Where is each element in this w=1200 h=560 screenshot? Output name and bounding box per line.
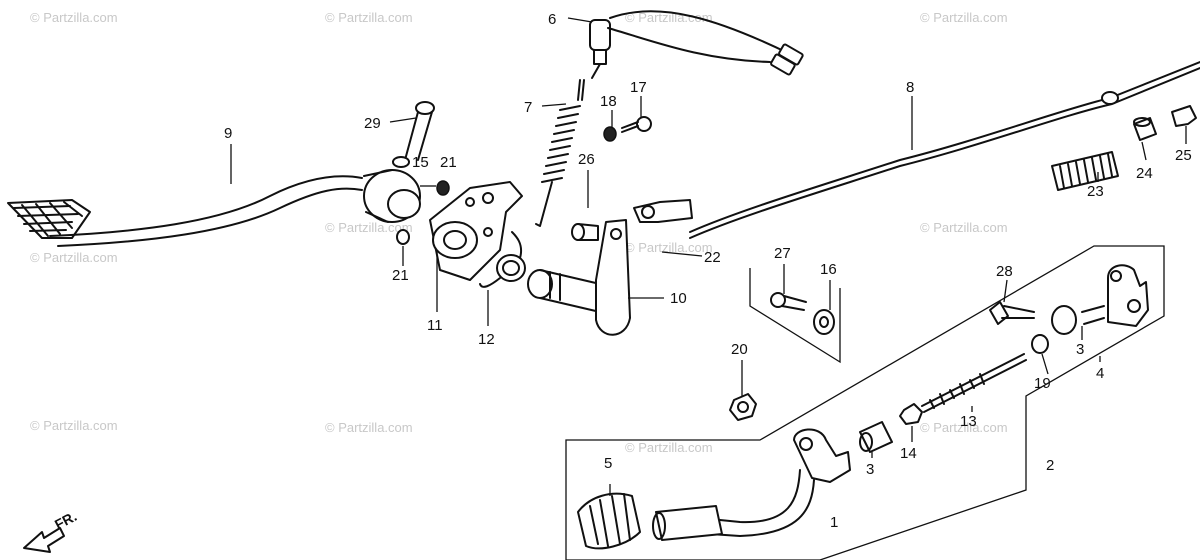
brake-light-switch	[589, 10, 804, 79]
watermark: © Partzilla.com	[920, 420, 1008, 435]
bolt-28	[989, 301, 1035, 325]
brake-arm	[527, 219, 631, 336]
callout-20: 20	[731, 341, 748, 358]
watermark: © Partzilla.com	[325, 10, 413, 25]
callout-3: 3	[866, 461, 874, 478]
callout-25: 25	[1175, 147, 1192, 164]
callout-28: 28	[996, 263, 1013, 280]
callout-14: 14	[900, 445, 917, 462]
callout-21: 21	[440, 154, 457, 171]
shift-rod	[899, 334, 1049, 425]
direction-label: FR.	[52, 508, 79, 533]
callout-1: 1	[830, 514, 838, 531]
callout-4: 4	[1096, 365, 1104, 382]
watermark: © Partzilla.com	[625, 10, 713, 25]
adjuster-spring	[1051, 151, 1119, 191]
brake-rod	[633, 61, 1200, 239]
brake-bracket	[429, 181, 523, 281]
leader-lines	[230, 17, 1187, 496]
callout-labels: 1 2 3 3 4 5 6 7 8 9 10 11 12 13 14 15 16…	[224, 11, 1192, 531]
callout-11: 11	[427, 317, 443, 334]
watermark: © Partzilla.com	[625, 440, 713, 455]
watermark: © Partzilla.com	[920, 10, 1008, 25]
watermark: © Partzilla.com	[325, 420, 413, 435]
callout-12: 12	[478, 331, 495, 348]
callout-17: 17	[630, 79, 647, 96]
callout-23: 23	[1087, 183, 1104, 200]
shift-pedal	[652, 428, 851, 541]
nut-and-screw	[603, 116, 652, 142]
callout-10: 10	[670, 290, 687, 307]
callout-15: 15	[412, 154, 429, 171]
callout-24: 24	[1136, 165, 1153, 182]
joint-collar	[1133, 117, 1157, 141]
bolt-group-27-16	[749, 268, 841, 364]
callout-29: 29	[364, 115, 381, 132]
callout-18: 18	[600, 93, 617, 110]
rod-joint	[1051, 264, 1149, 335]
front-direction-arrow: FR.	[23, 508, 79, 553]
callout-22: 22	[704, 249, 721, 266]
callout-5: 5	[604, 455, 612, 472]
nut-20	[729, 393, 757, 421]
callout-7: 7	[524, 99, 532, 116]
shift-pedal-group	[565, 245, 1165, 560]
callout-26: 26	[578, 151, 595, 168]
watermark: © Partzilla.com	[325, 220, 413, 235]
watermark: © Partzilla.com	[30, 10, 118, 25]
collar-3a	[859, 421, 893, 453]
pivot-bolt	[392, 101, 450, 245]
brake-pedal	[7, 169, 421, 247]
brake-switch-spring	[535, 79, 585, 227]
adjusting-nut	[1171, 105, 1197, 127]
callout-27: 27	[774, 245, 791, 262]
callout-13: 13	[960, 413, 977, 430]
callout-9: 9	[224, 125, 232, 142]
watermark: © Partzilla.com	[30, 418, 118, 433]
callout-2: 2	[1046, 457, 1054, 474]
watermark: © Partzilla.com	[920, 220, 1008, 235]
callout-6: 6	[548, 11, 556, 28]
pedal-rubber	[577, 492, 641, 550]
return-spring	[479, 231, 526, 288]
watermark: © Partzilla.com	[625, 240, 713, 255]
callout-8: 8	[906, 79, 914, 96]
clevis-pin	[571, 223, 599, 241]
callout-3: 3	[1076, 341, 1084, 358]
watermark: © Partzilla.com	[30, 250, 118, 265]
watermark-layer: © Partzilla.com © Partzilla.com © Partzi…	[30, 10, 1008, 455]
callout-21: 21	[392, 267, 409, 284]
callout-19: 19	[1034, 375, 1051, 392]
callout-16: 16	[820, 261, 837, 278]
